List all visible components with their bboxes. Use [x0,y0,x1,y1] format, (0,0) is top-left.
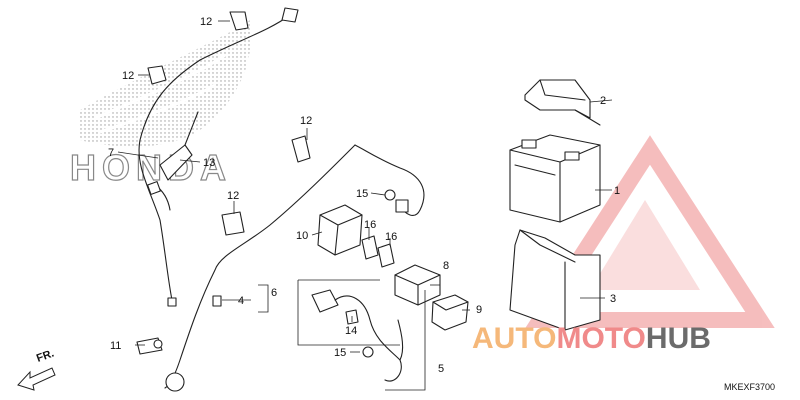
bolt-15-top [384,189,409,213]
front-direction-label: FR. [35,347,56,364]
callout-3: 3 [610,293,616,305]
sub-harness-5 [311,289,404,382]
main-harness-6 [164,144,425,392]
leader-lines [117,20,613,353]
honda-wing-logo: HONDA [69,20,251,189]
callout-2: 2 [600,95,606,107]
callout-12-lower: 12 [227,190,239,202]
callout-8: 8 [443,260,449,272]
callout-11: 11 [110,340,121,352]
fuse-16-a [361,235,379,260]
callout-12-middle: 12 [300,115,312,127]
clip-12-left [147,65,167,85]
starter-relay-8 [394,264,441,306]
fuse-16-b [377,243,395,268]
bolt-15-bottom [362,346,374,358]
relay-10 [317,204,363,256]
callout-12-left: 12 [122,70,134,82]
clip-12-middle [291,135,311,163]
callout-13: 13 [203,157,215,169]
callout-4: 4 [238,295,244,307]
relay-9 [431,294,469,331]
bracket-5 [297,279,426,391]
clip-12-lower [221,211,245,236]
svg-text:AUTOMOTOHUB: AUTOMOTOHUB [472,322,711,355]
diagram-code: MKEXF3700 [724,382,775,392]
callout-15-bottom: 15 [334,347,346,359]
callout-7: 7 [108,147,114,159]
callout-9: 9 [476,304,482,316]
callout-16-a: 16 [364,219,376,231]
battery-tray [509,229,601,331]
callout-5: 5 [438,363,444,375]
callout-15-top: 15 [356,188,368,200]
callout-1: 1 [614,185,620,197]
callout-16-b: 16 [385,231,397,243]
harness-wire-7 [138,14,291,307]
honda-logo-text: HONDA [70,147,232,188]
callout-6: 6 [271,287,277,299]
battery-cover [524,79,601,126]
clip-12-top [229,7,299,31]
watermark-auto: AUTO [472,322,556,355]
watermark-triangle [525,135,775,328]
callout-12-top: 12 [200,16,212,28]
battery [509,134,601,223]
callout-10: 10 [296,230,308,242]
watermark-moto: MOTO [556,322,645,355]
front-direction-arrow: FR. [17,347,56,391]
watermark-text: AUTOMOTOHUB [472,322,711,355]
callout-14: 14 [345,325,357,337]
callouts: 1 2 3 4 5 6 7 8 9 10 11 12 12 12 12 13 1… [108,16,620,375]
sensor-13 [159,111,199,181]
terminal-11 [136,337,163,355]
watermark-hub: HUB [646,322,711,355]
